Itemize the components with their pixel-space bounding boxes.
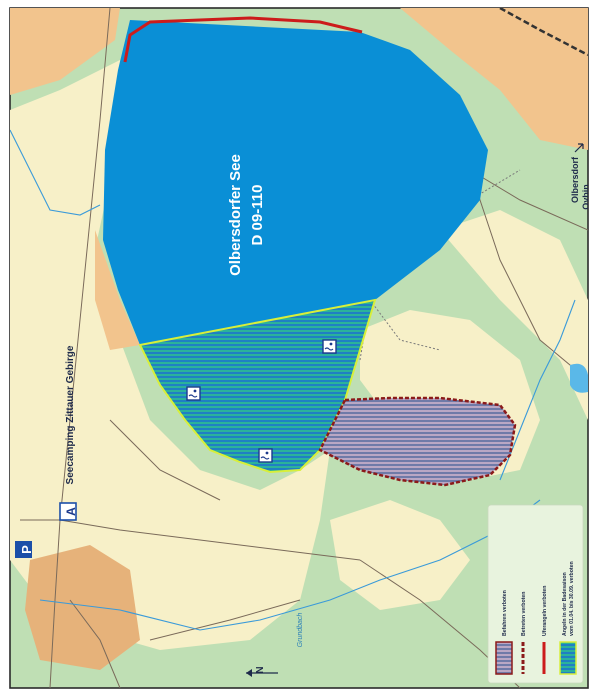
parking-sign: P xyxy=(15,541,34,558)
no-boating-zone xyxy=(318,396,517,487)
legend-label-fishing-season-ban-dates: vom 01.04. bis 30.09. verboten xyxy=(569,561,575,636)
legend-label-fishing-season-ban: Angeln in der Badesaison xyxy=(562,572,568,636)
lake-water xyxy=(103,20,488,345)
swimmer-icon xyxy=(258,448,273,463)
stream-label: Grundbach xyxy=(297,613,304,648)
meadow-area xyxy=(440,210,588,420)
svg-text:N: N xyxy=(255,666,266,673)
legend-swatch-fishing-season-ban xyxy=(559,641,577,675)
shore-fishing-ban-line xyxy=(123,16,363,63)
legend-swatch-no-boating xyxy=(495,641,513,675)
camping-sign: A xyxy=(59,502,78,521)
stream-lines xyxy=(10,129,576,631)
meadow-area xyxy=(150,540,260,610)
legend: Befahren verboten Betreten verboten Ufer… xyxy=(487,504,584,684)
lake-code-label: D 09-110 xyxy=(249,185,266,246)
svg-text:A: A xyxy=(64,507,78,516)
direction-arrow-icon xyxy=(574,143,584,153)
swimmer-icon xyxy=(322,339,337,354)
meadow-area xyxy=(10,280,70,420)
pond xyxy=(570,363,588,393)
legend-label-shore-fishing-ban: Uferangeln verboten xyxy=(542,586,548,636)
north-arrow: N xyxy=(246,666,278,677)
legend-label-no-entry: Betreten verboten xyxy=(521,592,527,636)
svg-text:P: P xyxy=(19,545,34,554)
settlement-area xyxy=(400,8,588,150)
camping-label: Seecamping Zittauer Gebirge xyxy=(65,345,76,484)
settlement-area xyxy=(25,545,140,670)
lake-name-label: Olbersdorfer See xyxy=(227,154,244,276)
meadow-area xyxy=(10,60,330,650)
place-label-oybin: Oybin xyxy=(581,184,591,210)
swimmer-icon xyxy=(186,386,201,401)
place-label-olbersdorf: Olbersdorf xyxy=(570,156,580,203)
settlement-area xyxy=(10,8,120,95)
railway-line xyxy=(499,8,588,57)
meadow-area xyxy=(330,500,470,610)
fishing-restricted-zone xyxy=(138,298,377,474)
settlement-area xyxy=(95,230,140,350)
legend-label-no-boating: Befahren verboten xyxy=(502,590,508,636)
